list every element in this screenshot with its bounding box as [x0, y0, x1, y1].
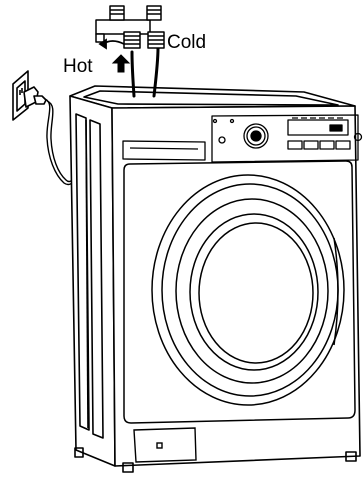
power-plug: [24, 87, 46, 107]
rotation-arrow-icon: [100, 40, 124, 48]
hot-label: Hot: [63, 56, 93, 77]
up-arrow-icon: [113, 55, 129, 72]
cold-label: Cold: [167, 32, 206, 53]
